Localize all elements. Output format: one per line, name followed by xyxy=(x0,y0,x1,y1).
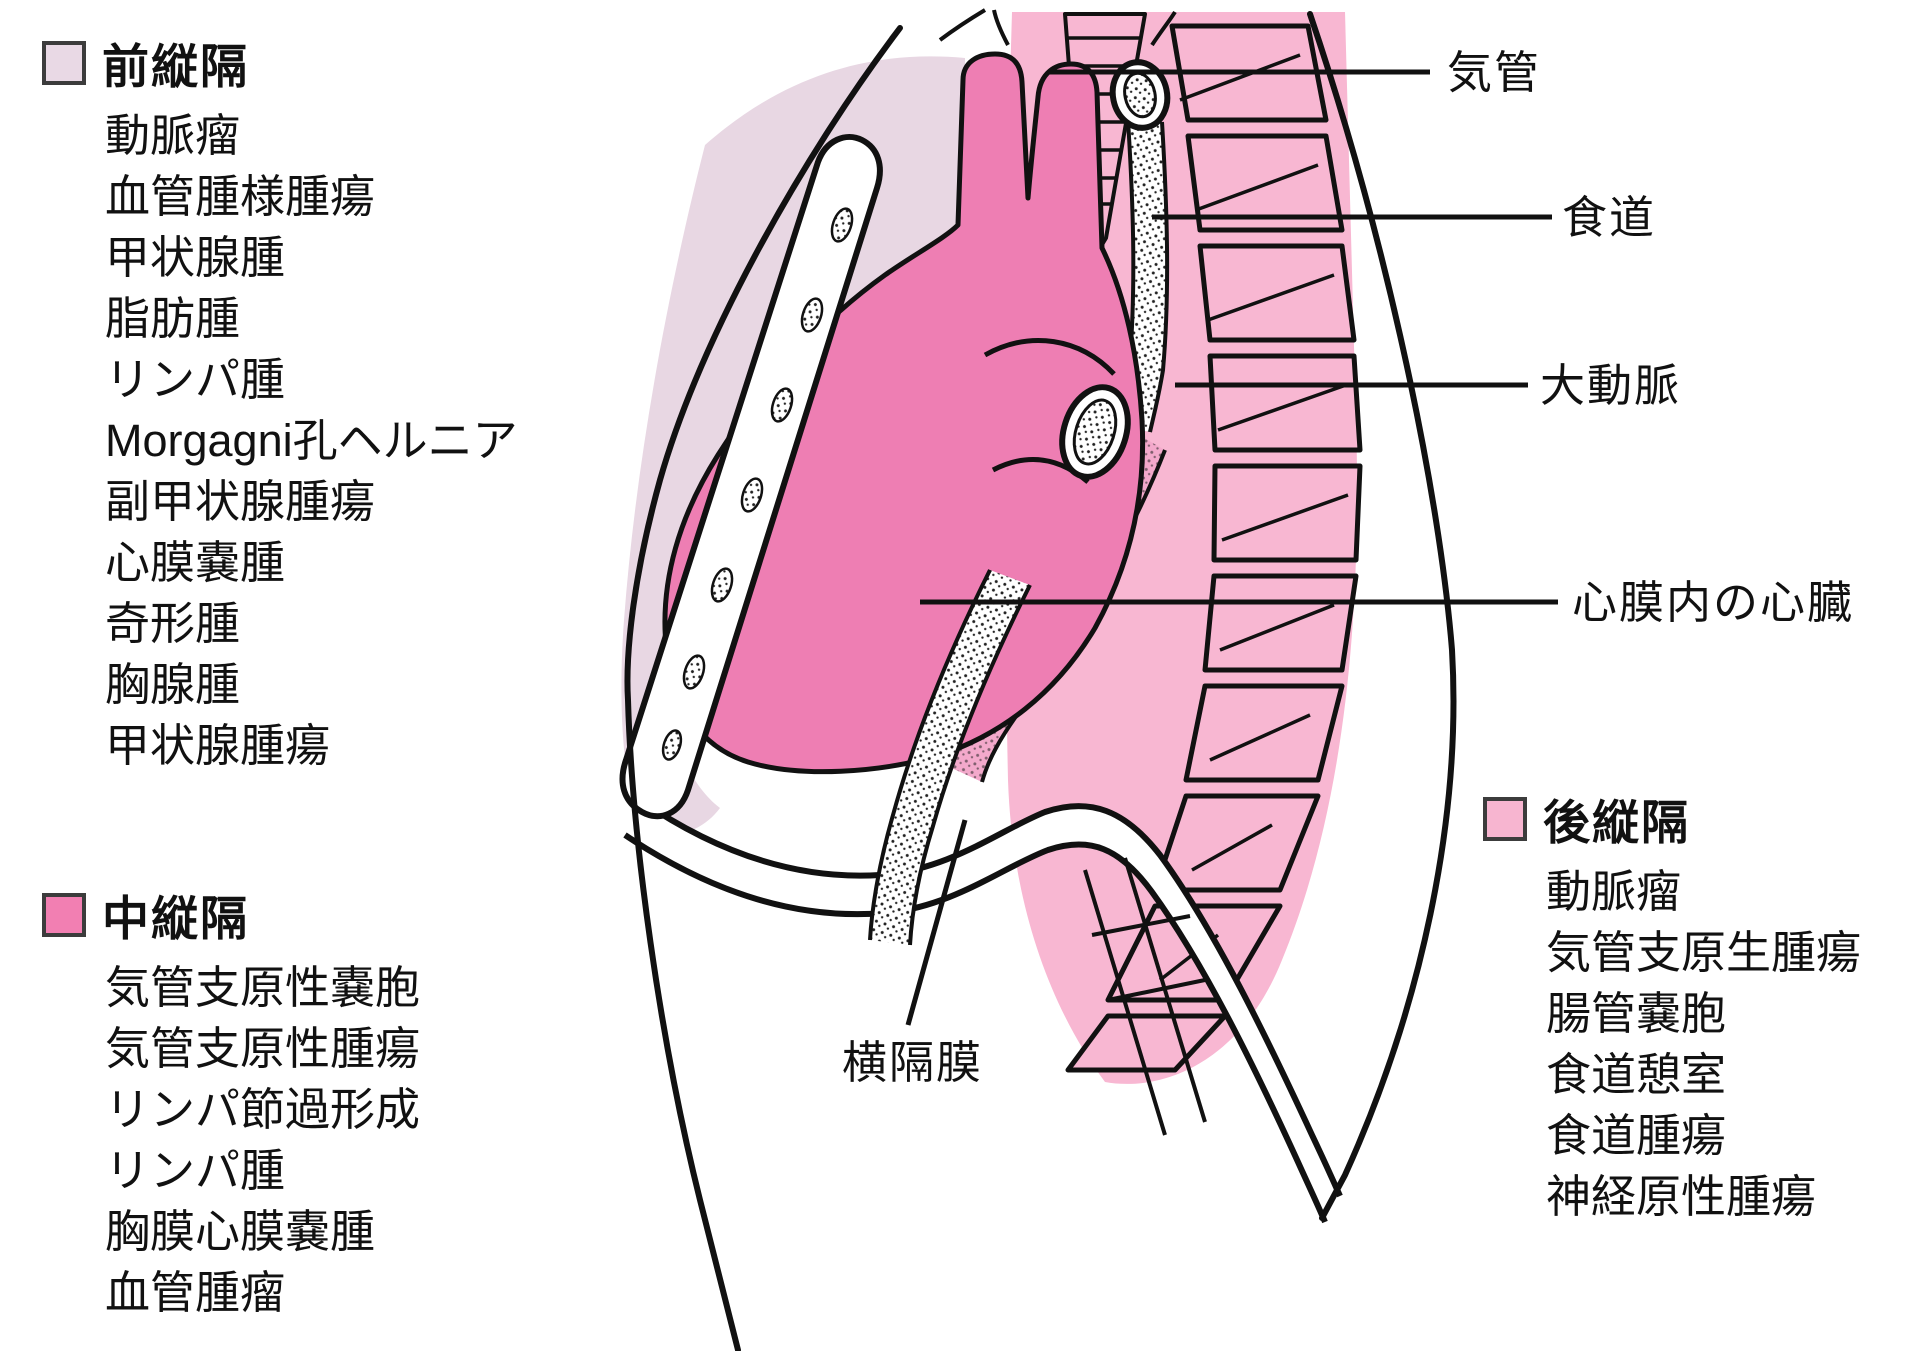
diaphragm-label: 横隔膜 xyxy=(842,1037,984,1088)
legend-item: 血管腫瘤 xyxy=(105,1267,286,1318)
legend-item: 気管支原性腫瘍 xyxy=(105,1023,421,1074)
middle-items: 気管支原性嚢胞気管支原性腫瘍リンパ節過形成リンパ腫胸膜心膜嚢腫血管腫瘤 xyxy=(105,957,420,1323)
anterior-mediastinum-region xyxy=(621,56,965,836)
legend-item: 気管支原性嚢胞 xyxy=(105,962,421,1013)
diaphragm-band xyxy=(623,797,1343,1224)
legend-item: 甲状腺腫 xyxy=(105,232,286,283)
heart-label: 心膜内の心臓 xyxy=(1572,577,1855,628)
anterior-items: 動脈瘤血管腫様腫瘍甲状腺腫脂肪腫リンパ腫 Morgagni孔ヘルニア副甲状腺腫瘍心… xyxy=(105,105,518,776)
anterior-swatch xyxy=(42,40,86,85)
legend-item: リンパ節過形成 xyxy=(105,1084,421,1135)
legend-item: 脂肪腫 xyxy=(105,293,241,344)
trachea-label: 気管 xyxy=(1447,47,1542,98)
pulmonary-artery-cut xyxy=(983,338,1131,484)
legend-item: 神経原性腫瘍 xyxy=(1546,1171,1817,1222)
posterior-swatch xyxy=(1483,796,1527,841)
esophagus-stump-icon xyxy=(1109,59,1171,131)
leader-lines xyxy=(905,69,1558,1026)
anterior-title: 前縦隔 xyxy=(102,40,249,93)
legend-item: 血管腫様腫瘍 xyxy=(105,171,376,222)
legend-item: Morgagni孔ヘルニア xyxy=(105,415,518,466)
legend-item: 胸腺腫 xyxy=(105,659,241,710)
middle-title: 中縦隔 xyxy=(102,892,249,945)
posterior-title: 後縦隔 xyxy=(1543,796,1690,849)
legend-item: 食道腫瘍 xyxy=(1546,1110,1727,1161)
middle-swatch xyxy=(42,892,86,937)
legend-item: リンパ腫 xyxy=(105,1145,286,1196)
neck-vessel-lines xyxy=(938,8,1177,47)
legend-item: 食道憩室 xyxy=(1546,1049,1727,1100)
legend-item: 胸膜心膜嚢腫 xyxy=(105,1206,376,1257)
legend-item: リンパ腫 xyxy=(105,354,286,405)
body-outline-back xyxy=(1307,11,1457,1221)
costal-cartilage-marks xyxy=(661,207,854,761)
legend-item: 心膜嚢腫 xyxy=(105,537,286,588)
legend-middle: 中縦隔 気管支原性嚢胞気管支原性腫瘍リンパ節過形成リンパ腫胸膜心膜嚢腫血管腫瘤 xyxy=(42,880,420,1323)
legend-posterior: 後縦隔 動脈瘤気管支原生腫瘍腸管嚢胞食道憩室食道腫瘍神経原性腫瘍 xyxy=(1483,784,1861,1227)
esophagus-label: 食道 xyxy=(1562,192,1657,243)
esophagus-lower xyxy=(868,569,1032,946)
legend-anterior: 前縦隔 動脈瘤血管腫様腫瘍甲状腺腫脂肪腫リンパ腫 Morgagni孔ヘルニア副甲状… xyxy=(42,28,518,776)
legend-item: 動脈瘤 xyxy=(1546,866,1682,917)
legend-item: 気管支原生腫瘍 xyxy=(1546,927,1862,978)
legend-item: 甲状腺腫瘍 xyxy=(105,720,331,771)
posterior-items: 動脈瘤気管支原生腫瘍腸管嚢胞食道憩室食道腫瘍神経原性腫瘍 xyxy=(1546,861,1861,1227)
aorta-label: 大動脈 xyxy=(1540,360,1682,411)
legend-item: 動脈瘤 xyxy=(105,110,241,161)
diaphragm-crus-lines xyxy=(1083,857,1207,1136)
sternum xyxy=(619,133,883,820)
legend-item: 腸管嚢胞 xyxy=(1546,988,1727,1039)
legend-item: 奇形腫 xyxy=(105,598,241,649)
body-outline-front xyxy=(624,25,903,1351)
legend-item: 副甲状腺腫瘍 xyxy=(105,476,376,527)
diaphragm-leader xyxy=(905,819,968,1026)
